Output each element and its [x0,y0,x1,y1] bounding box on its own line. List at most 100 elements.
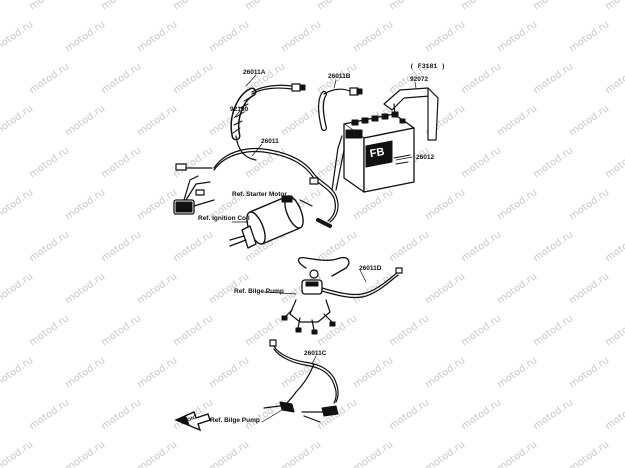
watermark-text: motod.ru [459,145,503,180]
watermark-text: motod.ru [27,61,71,96]
watermark-text: motod.ru [27,145,71,180]
watermark-text: motod.ru [459,61,503,96]
harness-26011 [175,135,345,228]
watermark-text: motod.ru [495,19,539,54]
watermark-text: motod.ru [63,103,107,138]
watermark-text: motod.ru [135,19,179,54]
watermark-text: motod.ru [603,229,625,264]
watermark-text: motod.ru [63,271,107,306]
watermark-text: motod.ru [423,439,467,468]
watermark-text: motod.ru [99,0,143,12]
watermark-text: motod.ru [495,271,539,306]
watermark-text: motod.ru [495,439,539,468]
watermark-text: motod.ru [99,313,143,348]
part-label-92190: 92190 [230,106,249,113]
watermark-text: motod.ru [531,145,575,180]
watermark-text: motod.ru [207,19,251,54]
watermark-text: motod.ru [567,19,611,54]
watermark-text: motod.ru [351,19,395,54]
watermark-text: motod.ru [567,103,611,138]
watermark-text: motod.ru [63,19,107,54]
watermark-text: motod.ru [0,355,35,390]
watermark-text: motod.ru [171,313,215,348]
watermark-text: motod.ru [531,229,575,264]
watermark-text: motod.ru [207,355,251,390]
watermark-text: motod.ru [27,313,71,348]
watermark-text: motod.ru [351,355,395,390]
part-label-26011: 26011 [261,138,279,145]
watermark-text: motod.ru [387,313,431,348]
watermark-text: motod.ru [171,145,215,180]
watermark-text: motod.ru [27,229,71,264]
watermark-text: motod.ru [567,439,611,468]
watermark-text: motod.ru [459,0,503,12]
watermark-text: motod.ru [135,271,179,306]
watermark-text: motod.ru [423,187,467,222]
watermark-text: motod.ru [171,229,215,264]
watermark-text: motod.ru [531,0,575,12]
watermark-text: motod.ru [459,313,503,348]
watermark-text: motod.ru [279,103,323,138]
watermark-text: motod.ru [351,439,395,468]
harness-26011c [263,339,339,423]
watermark-text: motod.ru [459,229,503,264]
part-label-26011b: 26011B [328,73,351,80]
watermark-text: motod.ru [387,397,431,432]
ref-bilge-pump-1: Ref. Bilge Pump [234,288,284,295]
watermark-text: motod.ru [99,145,143,180]
watermark-text: motod.ru [135,439,179,468]
harness-26011d [281,256,403,335]
watermark-text: motod.ru [315,0,359,12]
watermark-text: motod.ru [135,187,179,222]
watermark-text: motod.ru [99,229,143,264]
watermark-text: motod.ru [63,187,107,222]
ignition-coil [173,175,215,215]
watermark-text: motod.ru [63,439,107,468]
watermark-text: motod.ru [567,271,611,306]
watermark-text: motod.ru [171,0,215,12]
watermark-text: motod.ru [495,187,539,222]
watermark-text: motod.ru [243,313,287,348]
watermark-text: motod.ru [531,61,575,96]
ref-starter-motor: Ref. Starter Motor [232,191,287,198]
watermark-text: motod.ru [0,271,35,306]
watermark-text: motod.ru [135,103,179,138]
ref-code: ( F3181 ) [410,63,446,70]
watermark-text: motod.ru [63,355,107,390]
starter-motor [229,195,304,249]
watermark-text: motod.ru [0,19,35,54]
watermark-text: motod.ru [387,229,431,264]
watermark-text: motod.ru [423,19,467,54]
watermark-text: motod.ru [351,187,395,222]
watermark-text: motod.ru [0,103,35,138]
watermark-text: motod.ru [603,0,625,12]
watermark-text: motod.ru [387,0,431,12]
watermark-text: motod.ru [315,397,359,432]
watermark-text: motod.ru [99,397,143,432]
part-label-26011d: 26011D [359,265,382,272]
watermark-text: motod.ru [171,61,215,96]
watermark-text: motod.ru [495,103,539,138]
harness-26011a [230,83,306,161]
watermark-text: motod.ru [0,187,35,222]
watermark-text: motod.ru [531,313,575,348]
watermark-text: motod.ru [423,271,467,306]
watermark-text: motod.ru [423,355,467,390]
watermark-text: motod.ru [135,355,179,390]
watermark-text: motod.ru [603,397,625,432]
watermark-text: motod.ru [207,439,251,468]
watermark-text: motod.ru [279,19,323,54]
ref-ignition-coil: Ref. Ignition Coil [198,215,250,222]
watermark-text: motod.ru [603,145,625,180]
leader-lines [231,74,417,423]
battery-strap-92072 [383,87,439,141]
watermark-text: motod.ru [243,145,287,180]
ref-bilge-pump-2: Ref. Bilge Pump [210,417,260,424]
battery-26012 [343,111,415,193]
watermark-text: motod.ru [567,187,611,222]
watermark-text: motod.ru [99,61,143,96]
harness-26011b [318,87,363,131]
watermark-text: motod.ru [459,397,503,432]
front-marker [174,411,211,432]
